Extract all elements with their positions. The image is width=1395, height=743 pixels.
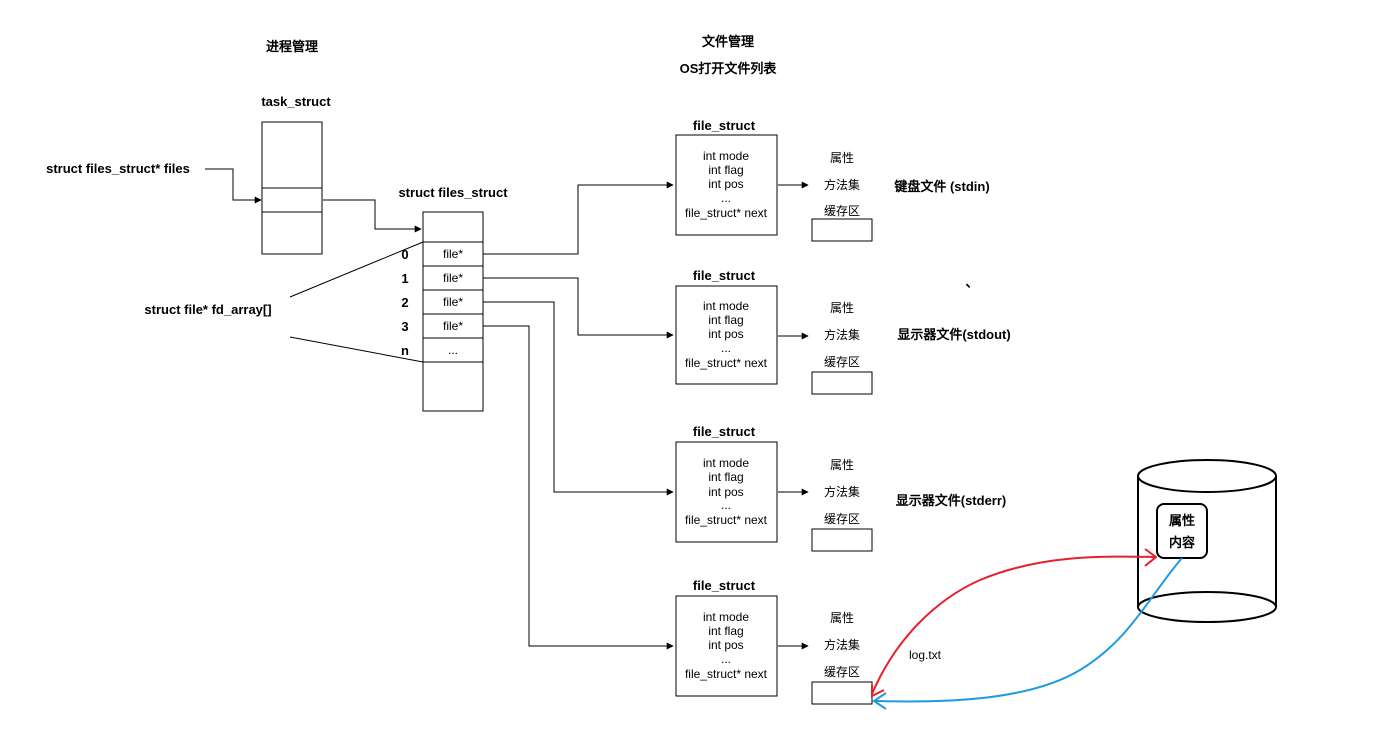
fd-index-2: 2 bbox=[401, 295, 408, 310]
file-name-log: log.txt bbox=[909, 648, 942, 662]
fd-index-3: 3 bbox=[401, 319, 408, 334]
fd-slot-3: file* bbox=[443, 319, 463, 333]
file-name-stdin: 键盘文件 (stdin) bbox=[893, 179, 989, 194]
svg-text:file_struct* next: file_struct* next bbox=[685, 667, 768, 681]
svg-text:int mode: int mode bbox=[703, 610, 749, 624]
svg-text:int mode: int mode bbox=[703, 149, 749, 163]
read-from-disk-arrow bbox=[874, 557, 1183, 703]
svg-text:int flag: int flag bbox=[708, 313, 743, 327]
svg-text:int flag: int flag bbox=[708, 624, 743, 638]
svg-text:int flag: int flag bbox=[708, 163, 743, 177]
fd-index-n: n bbox=[401, 343, 409, 358]
heading-os-open-file-list: OS打开文件列表 bbox=[680, 61, 778, 76]
fd-array-brace-top bbox=[289, 241, 424, 298]
files-pointer-label: struct files_struct* files bbox=[46, 161, 190, 176]
fd-slot-2: file* bbox=[443, 295, 463, 309]
svg-text:int pos: int pos bbox=[708, 638, 743, 652]
buffer-box-stdin bbox=[811, 218, 873, 242]
file-name-stdout: 显示器文件(stdout) bbox=[897, 327, 1010, 342]
fd-array-label: struct file* fd_array[] bbox=[144, 302, 271, 317]
files-struct-box bbox=[422, 211, 484, 412]
svg-text:file_struct: file_struct bbox=[693, 118, 756, 133]
svg-text:file_struct* next: file_struct* next bbox=[685, 513, 768, 527]
file-name-stderr: 显示器文件(stderr) bbox=[896, 493, 1007, 508]
buffer-box-stdout bbox=[811, 371, 873, 395]
fd3-arrow bbox=[483, 325, 674, 650]
write-to-disk-arrow bbox=[871, 555, 1156, 695]
svg-text:file_struct* next: file_struct* next bbox=[685, 206, 768, 220]
file-struct-stdin: file_struct int mode int flag int pos ..… bbox=[675, 118, 873, 242]
fd-slot-0: file* bbox=[443, 247, 463, 261]
svg-text:方法集: 方法集 bbox=[824, 637, 860, 652]
svg-text:...: ... bbox=[721, 498, 731, 512]
heading-file-mgmt: 文件管理 bbox=[702, 34, 754, 49]
svg-text:file_struct: file_struct bbox=[693, 578, 756, 593]
fd2-arrow bbox=[483, 301, 674, 496]
svg-text:属性: 属性 bbox=[830, 301, 854, 315]
svg-text:int pos: int pos bbox=[708, 177, 743, 191]
svg-text:int flag: int flag bbox=[708, 470, 743, 484]
svg-text:file_struct* next: file_struct* next bbox=[685, 356, 768, 370]
svg-text:方法集: 方法集 bbox=[824, 327, 860, 342]
buffer-box-log bbox=[811, 681, 873, 705]
svg-text:方法集: 方法集 bbox=[824, 177, 860, 192]
fd-array-brace-bottom bbox=[289, 336, 424, 363]
svg-text:int pos: int pos bbox=[708, 485, 743, 499]
file-struct-stdout: file_struct int mode int flag int pos ..… bbox=[675, 268, 873, 395]
buffer-box-stderr bbox=[811, 528, 873, 552]
task-struct-title: task_struct bbox=[261, 94, 331, 109]
fd-array: 0 1 2 3 n file* file* file* file* ... bbox=[401, 241, 483, 363]
stray-mark: 、 bbox=[965, 275, 978, 290]
files-pointer-arrow bbox=[205, 168, 262, 204]
svg-text:int mode: int mode bbox=[703, 456, 749, 470]
disk-cylinder bbox=[1137, 459, 1277, 623]
fd0-arrow bbox=[483, 181, 674, 255]
svg-text:file_struct: file_struct bbox=[693, 268, 756, 283]
svg-text:...: ... bbox=[721, 652, 731, 666]
disk-content-label: 内容 bbox=[1169, 535, 1195, 550]
svg-text:缓存区: 缓存区 bbox=[824, 665, 860, 679]
svg-text:...: ... bbox=[721, 191, 731, 205]
fd-slot-n: ... bbox=[448, 343, 458, 357]
svg-text:file_struct: file_struct bbox=[693, 424, 756, 439]
disk-attr-label: 属性 bbox=[1169, 513, 1195, 528]
file-struct-stderr: file_struct int mode int flag int pos ..… bbox=[675, 424, 873, 552]
heading-process-mgmt: 进程管理 bbox=[266, 39, 318, 54]
fd-slot-1: file* bbox=[443, 271, 463, 285]
svg-text:属性: 属性 bbox=[830, 458, 854, 472]
svg-text:int mode: int mode bbox=[703, 299, 749, 313]
task-to-files-arrow bbox=[323, 199, 422, 233]
svg-text:int pos: int pos bbox=[708, 327, 743, 341]
svg-text:方法集: 方法集 bbox=[824, 484, 860, 499]
svg-text:缓存区: 缓存区 bbox=[824, 204, 860, 218]
svg-text:属性: 属性 bbox=[830, 611, 854, 625]
disk-content-box: 属性 内容 bbox=[1156, 503, 1208, 559]
files-struct-title: struct files_struct bbox=[398, 185, 508, 200]
svg-text:...: ... bbox=[721, 341, 731, 355]
fd-index-0: 0 bbox=[401, 247, 408, 262]
svg-text:缓存区: 缓存区 bbox=[824, 512, 860, 526]
svg-text:缓存区: 缓存区 bbox=[824, 355, 860, 369]
svg-text:属性: 属性 bbox=[830, 151, 854, 165]
file-struct-log: file_struct int mode int flag int pos ..… bbox=[675, 578, 873, 705]
fd-index-1: 1 bbox=[401, 271, 408, 286]
fd1-arrow bbox=[483, 277, 674, 339]
